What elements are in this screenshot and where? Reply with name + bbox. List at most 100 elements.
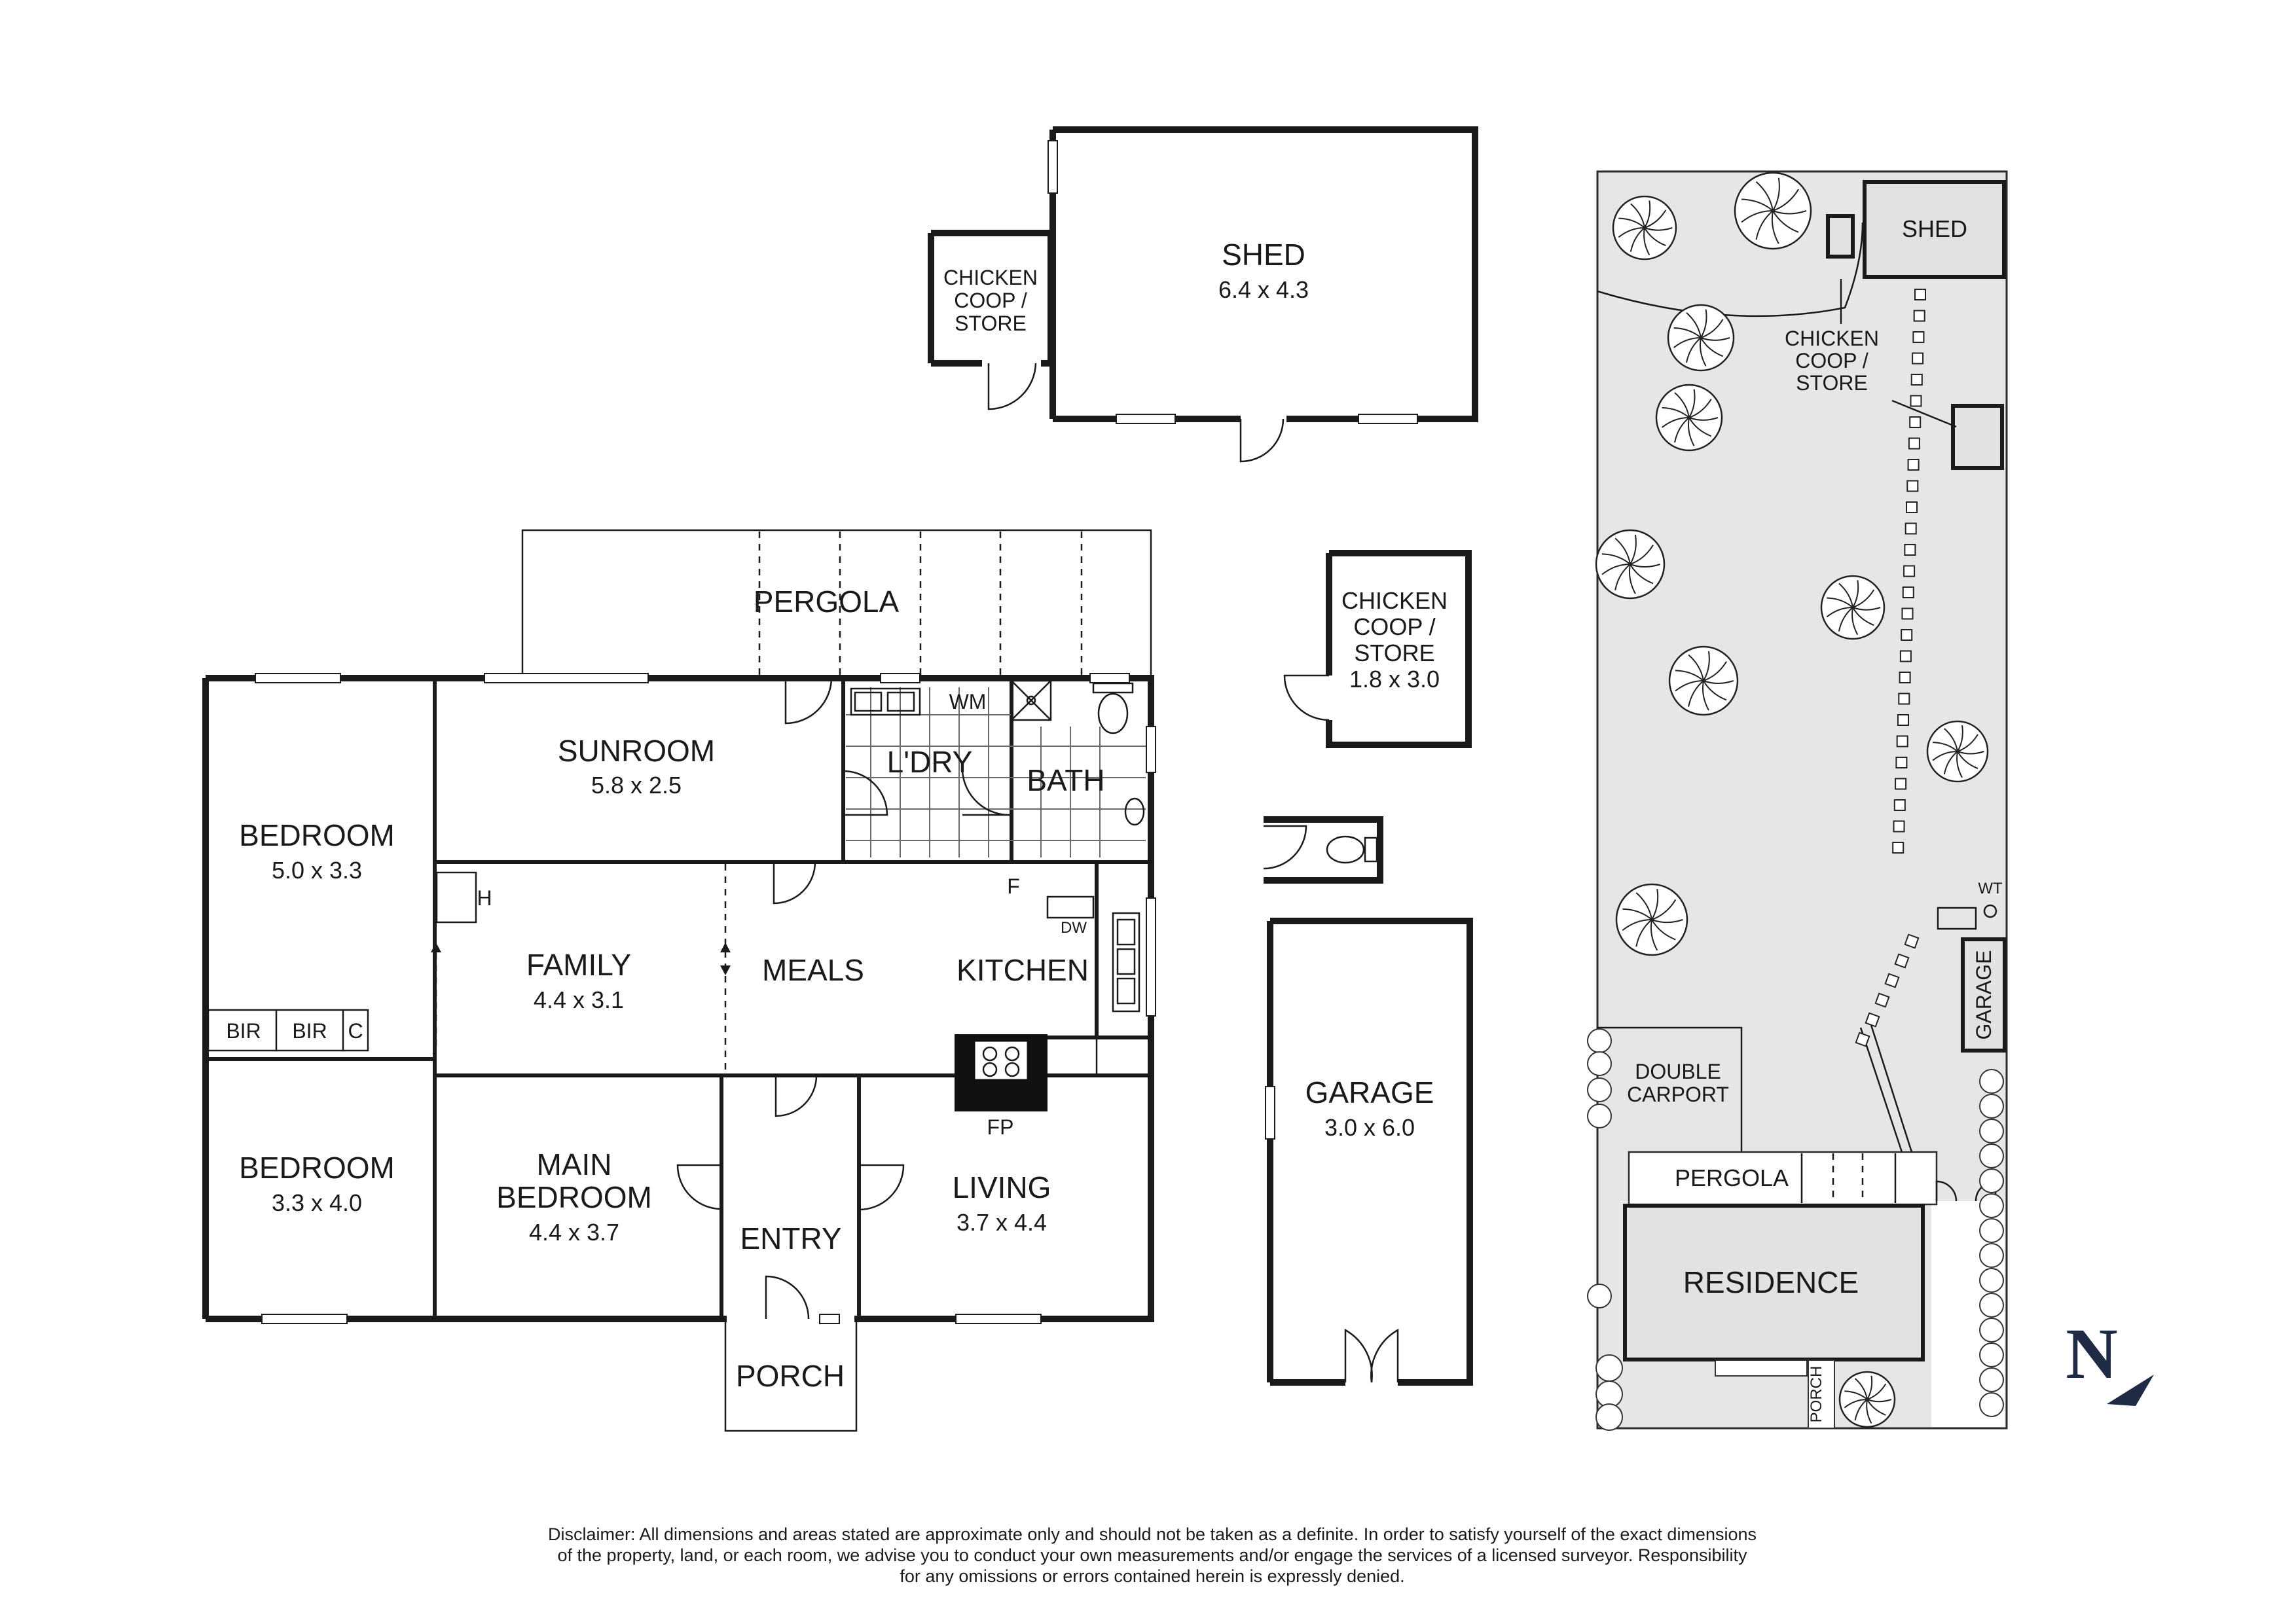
shrub-icon <box>1587 1028 1612 1053</box>
laundry-label: L'DRY <box>887 745 973 779</box>
paver-stone <box>1893 799 1906 811</box>
paver-stone <box>1912 352 1924 365</box>
paver-stone <box>1899 650 1912 662</box>
paver-stone <box>1914 289 1926 300</box>
shrub-icon <box>1979 1343 2004 1367</box>
paver-stone <box>1901 629 1913 641</box>
large-coop-label-3: STORE <box>1354 640 1434 666</box>
shrub-icon <box>1979 1193 2004 1218</box>
paver-stone <box>1899 672 1911 683</box>
family-dims: 4.4 x 3.1 <box>534 986 624 1013</box>
shrub-icon <box>1979 1119 2004 1144</box>
sunroom-dims: 5.8 x 2.5 <box>591 772 682 799</box>
shrub-icon <box>1979 1243 2004 1268</box>
shrub-icon <box>1979 1392 2004 1417</box>
site-pergola-label: PERGOLA <box>1675 1164 1789 1191</box>
shrub-icon <box>1587 1104 1612 1128</box>
paver-stone <box>1855 1032 1870 1047</box>
site-coop-label-2: COOP / <box>1795 349 1868 372</box>
doors <box>676 677 1012 1320</box>
living-dims: 3.7 x 4.4 <box>957 1209 1047 1236</box>
paver-stone <box>1874 992 1890 1008</box>
shrub-icon <box>1979 1144 2004 1168</box>
disclaimer-text: Disclaimer: All dimensions and areas sta… <box>367 1524 1938 1587</box>
shrub-icon <box>1979 1168 2004 1193</box>
shrub-icon <box>1587 1077 1612 1102</box>
paver-stone <box>1912 331 1925 343</box>
paver-stone <box>1884 973 1900 988</box>
large-chicken-coop <box>1283 550 1472 748</box>
bir-label-2: BIR <box>292 1019 327 1043</box>
site-garage-label: GARAGE <box>1972 950 1995 1040</box>
carport-label-2: CARPORT <box>1627 1083 1729 1106</box>
paver-stone <box>1906 501 1918 513</box>
garage-label: GARAGE <box>1305 1075 1434 1109</box>
paver-stone <box>1895 757 1908 768</box>
paver-stone <box>1906 480 1919 492</box>
shrub-icon <box>1595 1403 1623 1431</box>
small-coop-label-2: COOP / <box>954 289 1027 312</box>
large-coop-dims: 1.8 x 3.0 <box>1349 666 1440 693</box>
laundry-fixtures <box>850 679 1052 721</box>
tree-icon <box>1595 529 1666 600</box>
disclaimer-line-1: Disclaimer: All dimensions and areas sta… <box>547 1524 1757 1544</box>
paver-stone <box>1893 820 1905 833</box>
shrub-icon <box>1979 1218 2004 1243</box>
shrub-icon <box>1979 1268 2004 1293</box>
tree-icon <box>1820 575 1886 640</box>
kitchen-label: KITCHEN <box>957 953 1089 987</box>
bedroom-label: BEDROOM <box>239 818 395 852</box>
paver-stone <box>1910 395 1922 407</box>
site-trees <box>1595 171 1989 1428</box>
paver-stone <box>1908 437 1920 450</box>
disclaimer-line-2: of the property, land, or each room, we … <box>557 1545 1747 1565</box>
tree-icon <box>1615 883 1688 956</box>
site-coop-label-3: STORE <box>1796 371 1868 395</box>
main-bedroom-label-2: BEDROOM <box>496 1180 652 1214</box>
disclaimer-line-3: for any omissions or errors contained he… <box>900 1566 1405 1586</box>
paver-stone <box>1904 544 1916 556</box>
paver-stone <box>1909 416 1922 428</box>
shrub-icon <box>1595 1354 1623 1382</box>
dishwasher-label: DW <box>1061 919 1087 937</box>
main-bedroom-dims: 4.4 x 3.7 <box>529 1219 619 1246</box>
bir-label-1: BIR <box>226 1019 261 1043</box>
shrub-icon <box>1979 1367 2004 1392</box>
garage-building <box>1265 918 1473 1386</box>
garage-dims: 3.0 x 6.0 <box>1324 1114 1415 1141</box>
paver-stone <box>1904 522 1917 535</box>
paver-stone <box>1865 1012 1880 1028</box>
paver-stone <box>1897 714 1909 726</box>
paver-stone <box>1895 778 1907 790</box>
small-chicken-coop <box>928 230 1054 410</box>
sunroom-label: SUNROOM <box>558 734 715 768</box>
bedroom-2-label: BEDROOM <box>239 1151 395 1185</box>
site-shed-label: SHED <box>1902 215 1967 242</box>
closet-label: C <box>348 1019 363 1043</box>
bath-fixtures <box>1092 682 1145 826</box>
tree-icon <box>1667 304 1735 372</box>
carport-label-1: DOUBLE <box>1635 1060 1721 1083</box>
paver-stone <box>1904 933 1920 949</box>
bedroom-2-dims: 3.3 x 4.0 <box>272 1189 362 1216</box>
north-arrow-icon <box>2107 1375 2154 1406</box>
tree-icon <box>1838 1371 1896 1428</box>
paver-stone <box>1898 693 1910 705</box>
fireplace-label: FP <box>987 1115 1014 1139</box>
porch-label: PORCH <box>736 1359 845 1393</box>
small-coop-label-3: STORE <box>955 312 1027 335</box>
fridge-label: F <box>1007 874 1020 898</box>
tree-icon <box>1668 645 1739 716</box>
main-bedroom-label-1: MAIN <box>537 1147 612 1181</box>
site-labels: SHED CHICKEN COOP / STORE WT GARAGE DOUB… <box>1627 215 2003 1422</box>
large-coop-label-2: COOP / <box>1353 613 1435 640</box>
paver-stone <box>1892 842 1904 854</box>
paver-stone <box>1907 459 1920 471</box>
main-house <box>202 529 1156 1432</box>
paver-stone <box>1902 586 1914 598</box>
shed-label: SHED <box>1222 238 1305 272</box>
tree-icon <box>1612 195 1677 261</box>
shrub-icon <box>1979 1094 2004 1119</box>
bir-strip <box>207 1009 369 1052</box>
shrub-icon <box>1979 1318 2004 1343</box>
